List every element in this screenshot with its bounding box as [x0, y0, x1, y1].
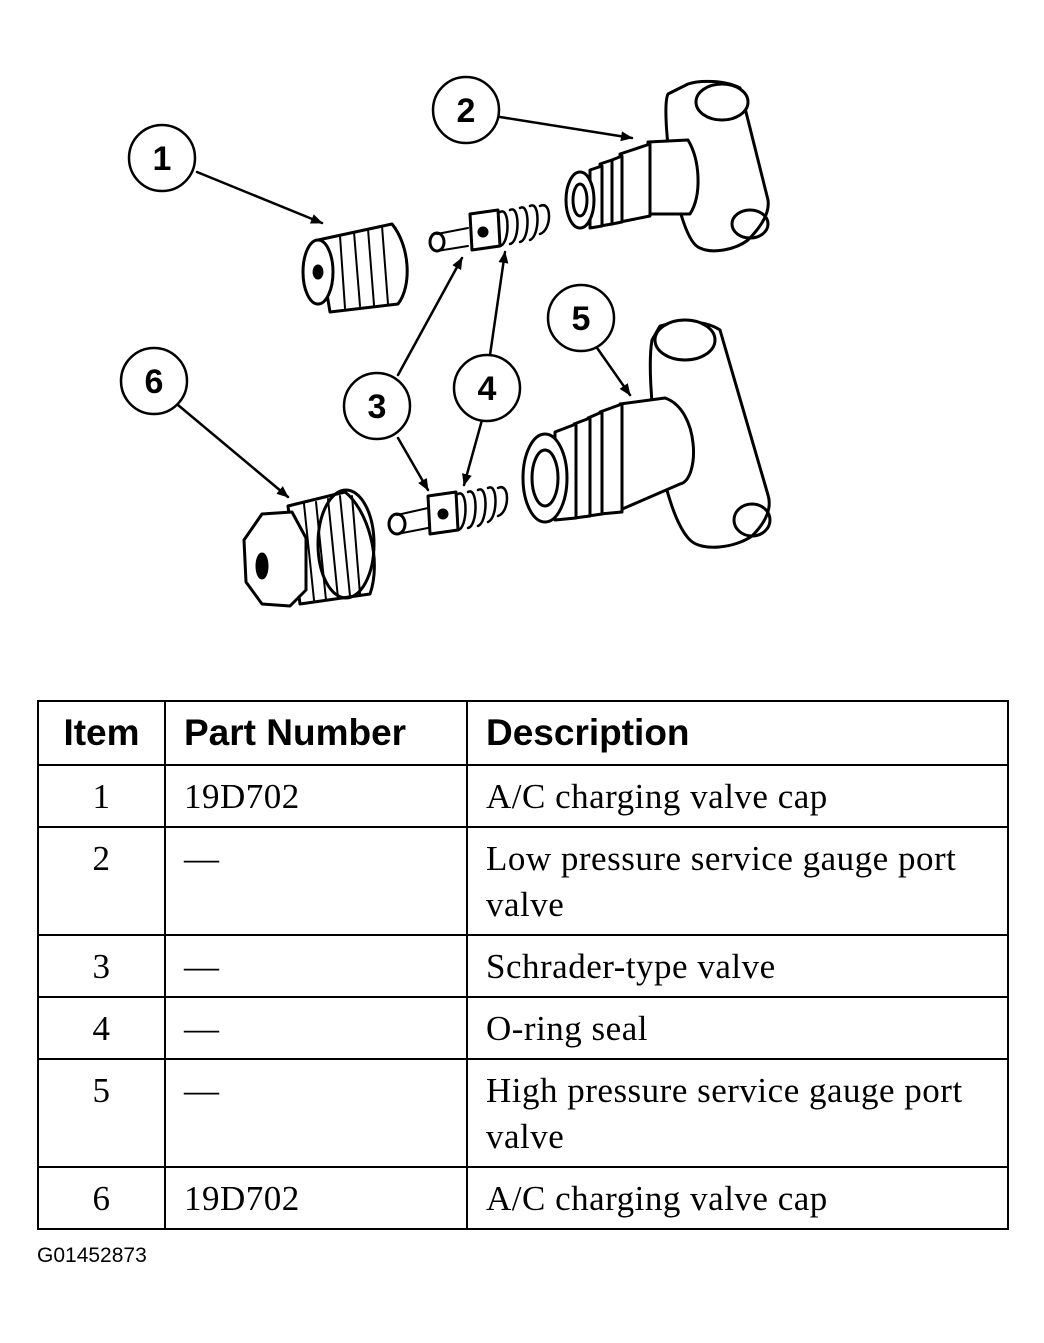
table-row: 6 19D702 A/C charging valve cap: [37, 1166, 1009, 1230]
row-item: 3: [37, 934, 166, 998]
table-header-row: Item Part Number Description: [37, 700, 1009, 766]
table-row: 3 — Schrader-type valve: [37, 934, 1009, 998]
callout-label-1: 1: [153, 140, 172, 178]
row-item: 1: [37, 764, 166, 828]
callout-4-circle: [452, 353, 522, 423]
exploded-view-diagram: 1 2 3 4 5 6: [119, 75, 772, 608]
table-row: 1 19D702 A/C charging valve cap: [37, 764, 1009, 828]
high-pressure-port-valve: [521, 318, 772, 549]
parts-table: Item Part Number Description 1 19D702 A/…: [37, 700, 1009, 1230]
valve-core-lower: [387, 486, 509, 536]
row-part-number: —: [164, 826, 468, 936]
valve-core-upper: [428, 204, 551, 253]
callout-label-6: 6: [145, 363, 164, 401]
row-part-number: 19D702: [164, 764, 468, 828]
figure-id: G01452873: [37, 1244, 147, 1267]
callout-label-2: 2: [457, 92, 476, 130]
table-row: 2 — Low pressure service gauge port valv…: [37, 826, 1009, 936]
table-row: 5 — High pressure service gauge port val…: [37, 1058, 1009, 1168]
callout-2-circle: [431, 75, 501, 145]
row-description: High pressure service gauge port valve: [466, 1058, 1009, 1168]
row-description: Low pressure service gauge port valve: [466, 826, 1009, 936]
row-part-number: 19D702: [164, 1166, 468, 1230]
callout-3-circle: [342, 371, 412, 441]
row-part-number: —: [164, 934, 468, 998]
callout-5-circle: [546, 283, 616, 353]
row-part-number: —: [164, 1058, 468, 1168]
callout-label-3: 3: [368, 388, 387, 426]
header-part-number: Part Number: [164, 700, 468, 766]
header-item: Item: [37, 700, 166, 766]
charging-valve-cap-6: [242, 488, 376, 608]
row-description: A/C charging valve cap: [466, 1166, 1009, 1230]
low-pressure-port-valve: [564, 79, 770, 253]
row-item: 4: [37, 996, 166, 1060]
row-item: 5: [37, 1058, 166, 1168]
callout-label-4: 4: [478, 370, 497, 408]
row-item: 2: [37, 826, 166, 936]
row-part-number: —: [164, 996, 468, 1060]
callout-1-circle: [127, 123, 197, 193]
row-description: A/C charging valve cap: [466, 764, 1009, 828]
row-item: 6: [37, 1166, 166, 1230]
callout-label-5: 5: [572, 300, 591, 338]
callout-6-circle: [119, 346, 189, 416]
charging-valve-cap-1: [301, 222, 409, 314]
row-description: O-ring seal: [466, 996, 1009, 1060]
table-row: 4 — O-ring seal: [37, 996, 1009, 1060]
header-description: Description: [466, 700, 1009, 766]
row-description: Schrader-type valve: [466, 934, 1009, 998]
